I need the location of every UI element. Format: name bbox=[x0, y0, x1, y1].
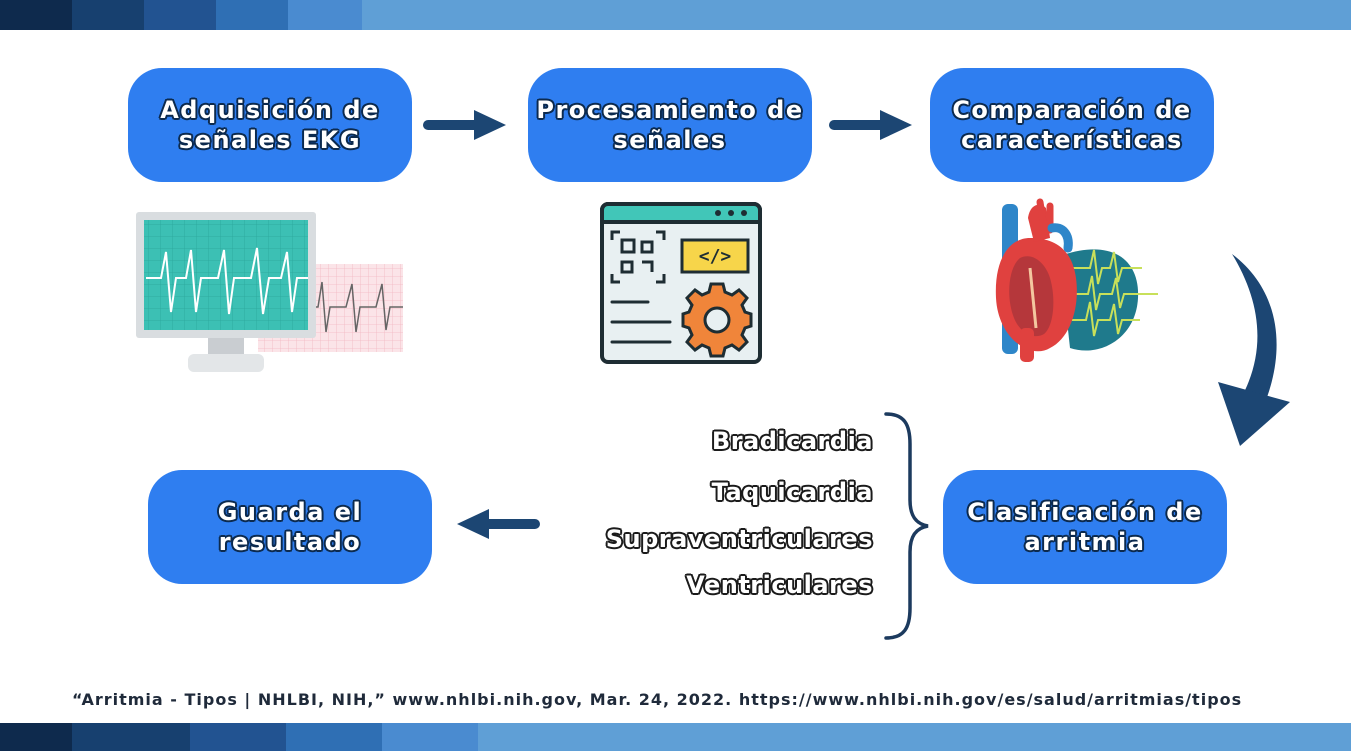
arrow-to-save bbox=[457, 509, 540, 539]
step-comparison-box: Comparación de características bbox=[930, 68, 1214, 182]
step-processing-box: Procesamiento de señales bbox=[528, 68, 812, 182]
bottom-color-band bbox=[0, 723, 1351, 751]
step-classification-box: Clasificación de arritmia bbox=[943, 470, 1227, 584]
heart-ekg-icon bbox=[995, 198, 1158, 362]
step-save-line-1: Guarda el bbox=[217, 498, 363, 526]
step-processing-line-1: Procesamiento de bbox=[536, 96, 804, 124]
step-processing-line-2: señales bbox=[613, 126, 727, 154]
arrow-acquisition-to-processing bbox=[423, 110, 506, 140]
step-save-line-2: resultado bbox=[218, 528, 362, 556]
step-comparison-line-1: Comparación de bbox=[952, 96, 1192, 124]
curly-brace bbox=[884, 412, 929, 640]
arrhythmia-type-bradicardia: Bradicardia bbox=[711, 427, 873, 455]
arrhythmia-type-supraventriculares: Supraventriculares bbox=[605, 525, 873, 553]
step-acquisition-box: Adquisición de señales EKG bbox=[128, 68, 412, 182]
citation-text: “Arritmia - Tipos | NHLBI, NIH,” www.nhl… bbox=[72, 690, 1243, 709]
arrow-processing-to-comparison bbox=[829, 110, 912, 140]
step-classification-line-1: Clasificación de bbox=[967, 498, 1203, 526]
code-settings-window-icon: </> bbox=[600, 202, 762, 364]
svg-text:</>: </> bbox=[699, 246, 732, 267]
arrhythmia-type-taquicardia: Taquicardia bbox=[711, 478, 873, 506]
step-comparison-line-2: características bbox=[961, 126, 1183, 154]
ekg-monitor-icon bbox=[136, 212, 403, 372]
step-classification-line-2: arritmia bbox=[1024, 528, 1146, 556]
arrhythmia-type-ventriculares: Ventriculares bbox=[686, 571, 873, 599]
step-save-box: Guarda el resultado bbox=[148, 470, 432, 584]
step-acquisition-line-2: señales EKG bbox=[178, 126, 362, 154]
step-acquisition-line-1: Adquisición de bbox=[160, 96, 380, 124]
curved-arrow-to-classification bbox=[1218, 254, 1290, 446]
top-color-band bbox=[0, 0, 1351, 30]
